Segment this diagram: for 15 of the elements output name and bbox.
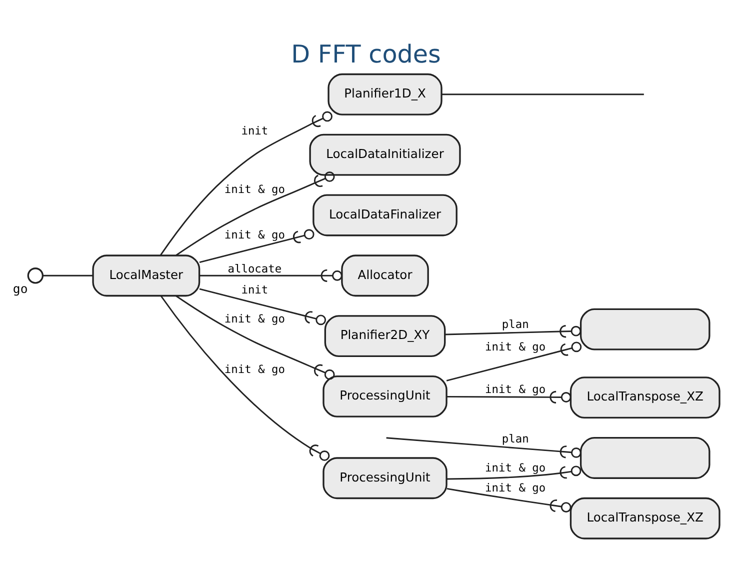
- edge-label: init & go: [224, 182, 285, 196]
- edge-label: init & go: [224, 362, 285, 376]
- edge-label: init & go: [224, 228, 285, 242]
- edge-label: init & go: [485, 382, 546, 396]
- diagram-title: D FFT codes: [291, 39, 441, 68]
- edge-label: init & go: [224, 312, 285, 326]
- edge-label: init: [241, 283, 268, 296]
- edge-label: init & go: [485, 340, 546, 354]
- edge-label: init: [241, 124, 268, 138]
- edge-label: plan: [502, 318, 529, 331]
- edge-label: allocate: [228, 262, 282, 275]
- edge-label: init & go: [485, 460, 546, 474]
- node-label: go: [12, 281, 28, 296]
- edge-label: init & go: [485, 481, 546, 494]
- edge-label: plan: [502, 432, 529, 445]
